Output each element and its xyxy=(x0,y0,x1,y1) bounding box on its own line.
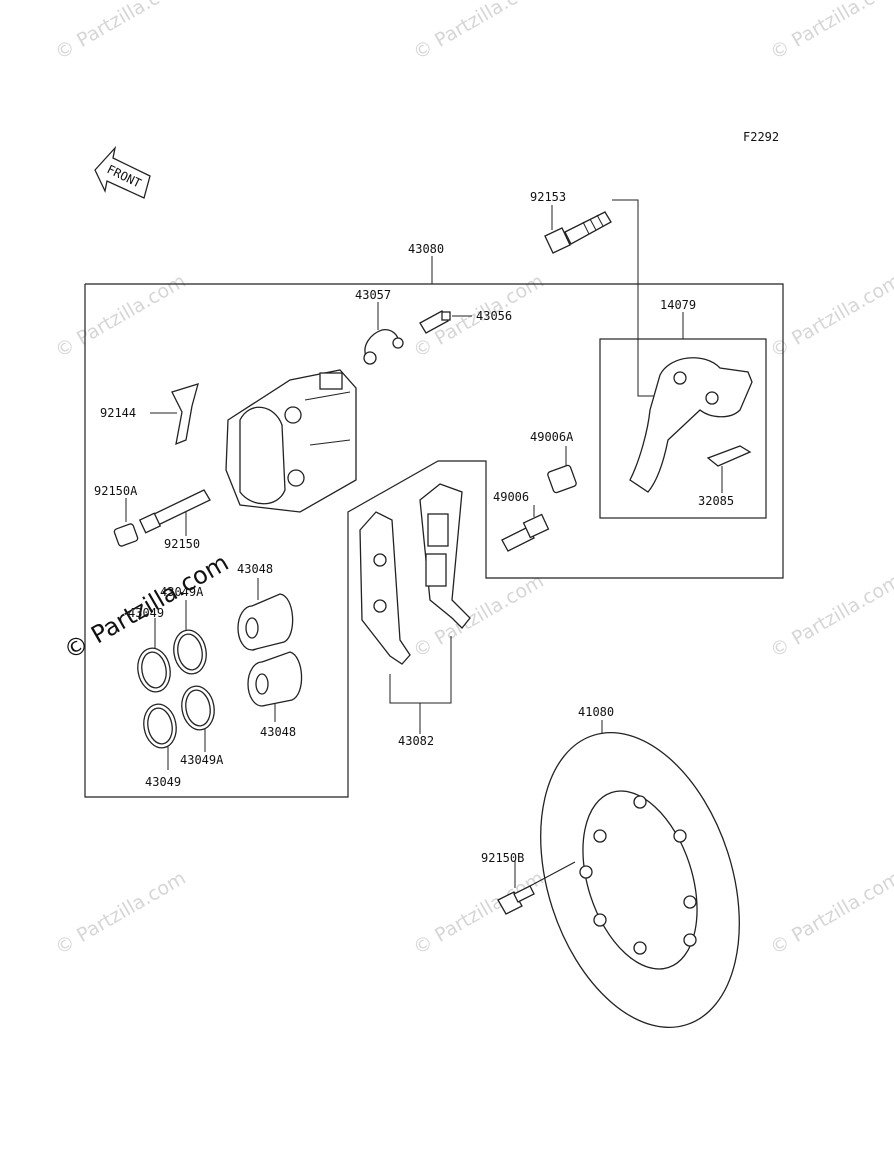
bleeder-valve-43056 xyxy=(419,310,451,334)
part-label: 43082 xyxy=(398,734,434,748)
part-label: 43056 xyxy=(476,309,512,323)
bleeder-cap-43057 xyxy=(363,329,404,365)
part-label: 49006 xyxy=(493,490,529,504)
piston-43048-top xyxy=(237,593,294,651)
watermark: © Partzilla.com xyxy=(410,0,548,64)
front-arrow-icon: FRONT xyxy=(94,145,151,199)
watermark: © Partzilla.com xyxy=(767,270,894,362)
pin-boot-49006A xyxy=(547,464,577,494)
watermark: © Partzilla.com xyxy=(767,0,894,64)
caliper-body xyxy=(225,369,357,513)
part-label: 92150A xyxy=(94,484,138,498)
piston-43048-bottom xyxy=(247,651,303,707)
part-label: 41080 xyxy=(578,705,614,719)
watermark: © Partzilla.com xyxy=(52,0,190,64)
disc-bolt-92150B xyxy=(497,885,535,915)
part-label: 92150B xyxy=(481,851,524,865)
brake-pads-43082 xyxy=(359,483,471,665)
figure-code: F2292 xyxy=(743,130,779,144)
pin-cap-92150A xyxy=(113,523,139,547)
part-label: 49006A xyxy=(530,430,574,444)
part-label: 43049 xyxy=(145,775,181,789)
caliper-bracket-14079 xyxy=(629,357,753,493)
part-label: 43049 xyxy=(128,606,164,620)
caliper-assembly-frame xyxy=(84,283,784,798)
part-labels: 43080 92153 43057 43056 14079 92144 4900… xyxy=(94,190,734,865)
part-label: 43080 xyxy=(408,242,444,256)
part-label: 14079 xyxy=(660,298,696,312)
part-label: 92150 xyxy=(164,537,200,551)
part-label: 92144 xyxy=(100,406,136,420)
bracket-bolt-92153 xyxy=(544,211,612,254)
part-label: 43048 xyxy=(260,725,296,739)
piston-seals xyxy=(137,629,215,749)
brake-disc-41080 xyxy=(529,732,740,1028)
part-label: 92153 xyxy=(530,190,566,204)
pin-92150 xyxy=(138,489,211,534)
part-label: 32085 xyxy=(698,494,734,508)
part-label: 43049A xyxy=(160,585,204,599)
part-label: 43049A xyxy=(180,753,224,767)
pad-clip-32085 xyxy=(706,445,752,467)
watermark: © Partzilla.com xyxy=(767,867,894,959)
part-label: 43048 xyxy=(237,562,273,576)
slide-pin-49006 xyxy=(501,513,550,552)
watermark: © Partzilla.com xyxy=(767,570,894,662)
part-label: 43057 xyxy=(355,288,391,302)
pad-spring-92144 xyxy=(171,383,199,446)
watermark: © Partzilla.com xyxy=(52,867,190,959)
watermark: © Partzilla.com xyxy=(410,867,548,959)
